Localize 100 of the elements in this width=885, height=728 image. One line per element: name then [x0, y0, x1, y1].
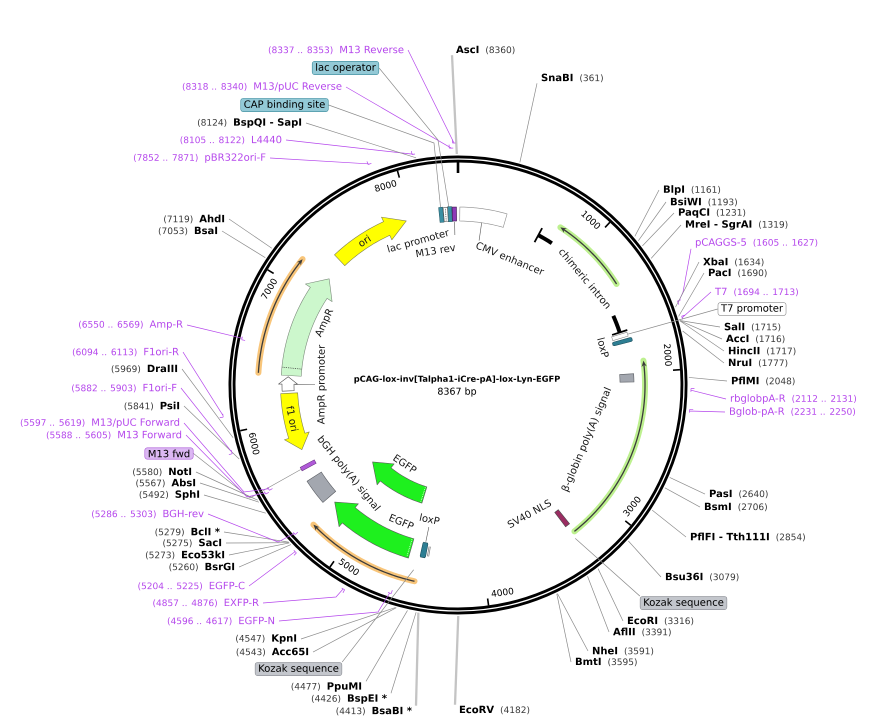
cut-site-label: (7053) BsaI — [158, 226, 218, 236]
feature-tag: Kozak sequence — [254, 662, 342, 676]
primer-label: (8318 .. 8340) M13/pUC Reverse — [182, 82, 342, 92]
cut-site-label: BlpI (1161) — [664, 185, 720, 195]
leader-line — [180, 388, 233, 456]
leader-line — [682, 330, 724, 364]
feature-tag: T7 promoter — [718, 302, 786, 316]
leader-line — [650, 224, 682, 259]
cut-site-label: XbaI (1634) — [703, 258, 764, 266]
primer-label: (7852 .. 7871) pBR322ori-F — [134, 153, 266, 163]
cut-site-label: EcoRV (4182) — [460, 706, 530, 714]
leader-line — [680, 320, 722, 340]
leader-line — [182, 352, 224, 418]
cut-site-label: AccI (1716) — [726, 334, 784, 344]
feature-mark — [300, 460, 316, 472]
leader-line — [182, 368, 234, 438]
leader-line — [196, 472, 258, 501]
cut-site-label: NruI (1777) — [728, 358, 788, 368]
cut-site-label: (4477) PpuMI — [292, 682, 362, 692]
cut-site-label: SalI (1715) — [724, 322, 780, 332]
primer-label: (4596 .. 4617) EGFP-N — [168, 616, 274, 626]
leader-line — [300, 607, 396, 640]
cut-site-label: (8124) BspQI - SapI — [198, 118, 302, 128]
primer-label: (8337 .. 8353) M13 Reverse — [268, 46, 404, 54]
cut-site-label: (5969) DraIII — [112, 364, 178, 374]
leader-line — [184, 422, 273, 492]
leader-line — [208, 514, 298, 542]
leader-line — [204, 494, 266, 514]
leader-line — [634, 190, 660, 237]
leader-line — [390, 612, 416, 694]
leader-line — [342, 569, 414, 662]
cut-site-label: (4547) KpnI — [236, 634, 296, 644]
cut-site-label: PasI (2640) — [710, 490, 768, 498]
feature-mark: loxP — [420, 513, 440, 558]
leader-line — [224, 532, 290, 542]
cut-site-label: BmtI (3595) — [576, 658, 637, 666]
leader-line — [627, 308, 718, 335]
leader-line — [270, 158, 372, 165]
leader-line — [306, 122, 416, 158]
cut-site-label: (4426) BspEI * — [312, 694, 387, 704]
leader-line — [346, 86, 454, 149]
leader-line — [557, 593, 588, 652]
cut-site-label: MreI - SgrAI (1319) — [686, 220, 788, 230]
primer-label: (4857 .. 4876) EXFP-R — [153, 598, 259, 608]
cut-site-label: (5492) SphI — [140, 490, 200, 500]
plasmid-name: pCAG-lox-inv[Talpha1-iCre-pA]-lox-Lyn-EGFP — [354, 375, 560, 384]
primer-label: rbglobpA-R (2112 .. 2131) — [730, 394, 856, 404]
primer-label: (5882 .. 5903) F1ori-F — [72, 384, 176, 392]
leader-line — [520, 82, 538, 163]
primer-label: pCAGGS-5 (1605 .. 1627) — [696, 238, 818, 248]
leader-line — [286, 140, 416, 155]
leader-line — [450, 55, 458, 154]
leader-line — [677, 248, 692, 306]
primer-label: (5204 .. 5225) EGFP-C — [138, 582, 244, 590]
cut-site-label: NheI (3591) — [592, 646, 654, 656]
cut-site-label: (4413) BsaBI * — [336, 706, 412, 716]
feature-tag: M13 fwd — [144, 448, 194, 460]
feature-tag: CAP binding site — [240, 98, 329, 112]
cut-site-label: (5279) BclI * — [155, 528, 220, 536]
leader-line — [226, 542, 290, 544]
leader-line — [262, 588, 345, 604]
tick-label: 8000 — [374, 180, 396, 192]
tick-label: 4000 — [492, 588, 514, 597]
leader-line — [678, 272, 704, 317]
leader-line — [598, 568, 624, 622]
primer-label: (5597 .. 5619) M13/pUC Forward — [20, 418, 180, 428]
cut-site-label: SnaBI (361) — [542, 74, 603, 82]
plasmid-length: 8367 bp — [438, 387, 476, 397]
primer-label: T7 (1694 .. 1713) — [714, 288, 798, 296]
leader-line — [378, 68, 450, 207]
leader-line — [222, 230, 266, 258]
leader-line — [184, 406, 240, 460]
cut-site-label: EcoRI (3316) — [628, 616, 694, 626]
leader-line — [688, 377, 728, 382]
feature-tag: lac operator — [312, 61, 380, 75]
leader-line — [228, 218, 272, 249]
cut-site-label: BsmI (2706) — [704, 502, 767, 512]
leader-line — [669, 477, 706, 494]
leader-line — [690, 388, 726, 400]
leader-line — [186, 324, 246, 341]
leader-line — [680, 320, 724, 352]
leader-line — [312, 607, 397, 652]
cut-site-label: (5841) PsiI — [124, 402, 180, 410]
leader-line — [556, 593, 572, 662]
leader-line — [454, 616, 460, 705]
leader-line — [574, 538, 640, 596]
leader-line — [689, 408, 726, 413]
leader-line — [642, 212, 674, 246]
cut-site-label: (5260) BsrGI — [169, 562, 234, 572]
cut-site-label: (5580) NotI — [133, 468, 192, 476]
cut-site-label: PflMI (2048) — [732, 376, 795, 386]
feature-block: f1 ori — [280, 392, 310, 450]
leader-line — [186, 434, 270, 498]
feature-tag: Kozak sequence — [640, 596, 728, 610]
leader-line — [664, 487, 700, 508]
leader-line — [238, 544, 292, 568]
cut-site-label: HincII (1717) — [728, 346, 796, 356]
leader-line — [200, 482, 260, 502]
leader-line — [628, 540, 662, 578]
leader-line — [675, 262, 700, 308]
